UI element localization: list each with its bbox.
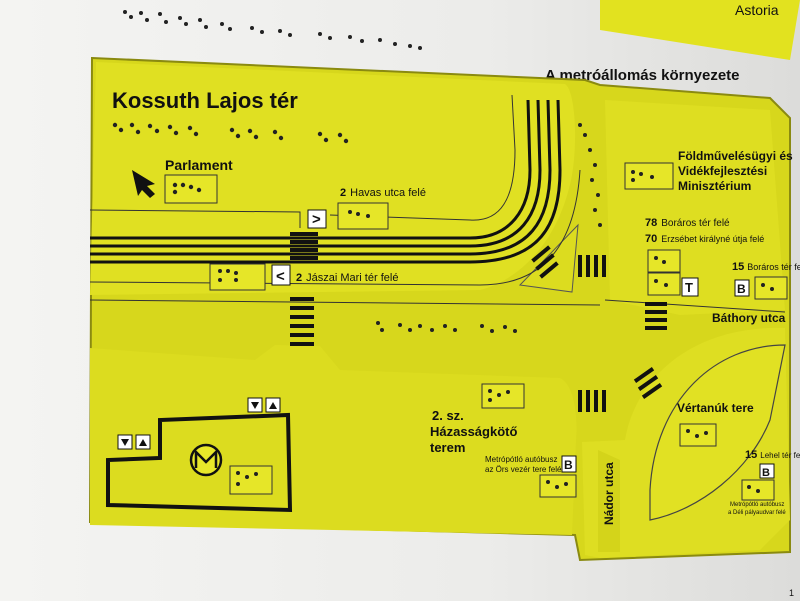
parlament-arrow-icon: [132, 170, 155, 198]
bus15b-dir: Lehel tér felé: [760, 451, 800, 460]
bus78-num: 78: [645, 217, 657, 229]
braille-tram2-north-dots: [348, 210, 370, 218]
braille-plate-tram2-north: [337, 202, 389, 230]
bus15b-num: 15: [745, 449, 757, 461]
escalator-icons-left: [117, 434, 151, 450]
bus-stop-b-icon-2: [561, 455, 577, 473]
braille-wedding-dots: [488, 389, 510, 402]
map-subtitle: A metróállomás környezete: [545, 67, 740, 84]
square-title: Kossuth Lajos tér: [112, 88, 298, 113]
tram2-north-num: 2: [340, 187, 346, 199]
chevron-right: >: [312, 211, 321, 228]
braille-plate-metro: [229, 465, 273, 495]
ministry-line-2: Vidékfejlesztési: [678, 164, 767, 178]
metro-bus-2-line-2: a Déli pályaudvar felé: [728, 510, 786, 516]
letter-b-low: B: [762, 467, 770, 479]
label-metro-bus-2: Metrópótló autóbusz a Déli pályaudvar fe…: [728, 502, 786, 516]
label-parlament: Parlament: [165, 157, 233, 173]
label-tram2-south: 2 Jászai Mari tér felé: [296, 272, 398, 284]
crosswalk-bathory: [645, 302, 667, 330]
label-metro-bus-1: Metrópótló autóbusz az Örs vezér tere fe…: [485, 455, 562, 474]
label-astoria: Astoria: [735, 2, 779, 18]
braille-square-title: [112, 122, 349, 144]
braille-ministry-dots: [631, 170, 654, 182]
letter-b-mid: B: [564, 458, 573, 472]
braille-metro-bus-2-dots: [747, 485, 760, 493]
bus70-dir: Erzsébet királyné útja felé: [661, 234, 764, 244]
wedding-line-3: terem: [430, 440, 465, 455]
escalator-icons-top: [247, 397, 281, 413]
crosswalk-vertanuk: [633, 367, 663, 399]
ministry-line-1: Földművelésügyi és: [678, 149, 793, 163]
braille-top: [123, 10, 422, 50]
tram2-south-dir: Jászai Mari tér felé: [306, 272, 398, 284]
label-bus78: 78 Boráros tér felé: [645, 217, 730, 229]
letter-b-top: B: [737, 282, 746, 296]
braille-street-row: [376, 321, 517, 333]
metro-station-outline: [106, 412, 293, 513]
crosswalk-mid: [290, 297, 314, 346]
bus78-dir: Boráros tér felé: [661, 218, 730, 229]
label-tram2-north: 2 Havas utca felé: [340, 187, 426, 199]
label-bathory: Báthory utca: [712, 311, 786, 325]
braille-bus15-dots: [761, 283, 774, 291]
metro-bus-2-line-1: Metrópótló autóbusz: [730, 502, 784, 508]
label-nador: Nádor utca: [602, 462, 616, 525]
label-wedding: 2. sz. Házasságkötő terem: [430, 408, 521, 455]
crosswalk-top: [290, 232, 318, 260]
crosswalk-triangle: [531, 245, 559, 279]
braille-plate-wedding: [481, 383, 525, 409]
tram2-south-num: 2: [296, 272, 302, 284]
tram-tracks: [90, 99, 562, 264]
braille-metro-bus-1-dots: [546, 480, 568, 489]
tram2-north-chevron-icon: [307, 209, 327, 229]
label-bus70: 70 Erzsébet királyné útja felé: [645, 233, 764, 245]
braille-parlament-dots: [172, 182, 202, 195]
braille-bus-dots: [654, 256, 668, 287]
crosswalk-nador: [578, 390, 606, 412]
tram-stop-t-icon: [681, 277, 699, 297]
crosswalk-right: [578, 255, 606, 277]
bus15-dir: Boráros tér felé: [747, 262, 800, 272]
braille-plate-bus70: [647, 272, 681, 296]
braille-plate-ministry: [624, 162, 674, 190]
wedding-line-1: 2. sz.: [432, 408, 464, 423]
label-vertanuk: Vértanúk tere: [677, 401, 754, 415]
bus70-num: 70: [645, 233, 657, 245]
braille-vertanuk-dots: [686, 429, 708, 438]
bus-stop-b-icon-3: [759, 463, 775, 479]
braille-tram2-south-dots: [218, 269, 238, 282]
wedding-line-2: Házasságkötő: [430, 424, 517, 439]
braille-metro-dots: [236, 471, 258, 486]
label-ministry: Földművelésügyi és Vidékfejlesztési Mini…: [678, 149, 796, 193]
chevron-left: <: [276, 268, 285, 285]
page-mark: 1: [789, 588, 794, 598]
metro-bus-1-line-2: az Örs vezér tere felé: [485, 465, 562, 474]
braille-plate-tram2-south: [209, 263, 266, 291]
bus-stop-b-icon: [734, 279, 750, 297]
letter-t: T: [685, 280, 693, 295]
bus15-num: 15: [732, 261, 744, 273]
metro-logo-icon: [189, 443, 223, 477]
tram2-south-chevron-icon: [271, 264, 291, 286]
upper-plate: [600, 0, 800, 60]
metro-bus-1-line-1: Metrópótló autóbusz: [485, 455, 558, 464]
tram2-north-dir: Havas utca felé: [350, 187, 426, 199]
braille-vertical: [578, 123, 602, 227]
ministry-line-3: Minisztérium: [678, 179, 751, 193]
